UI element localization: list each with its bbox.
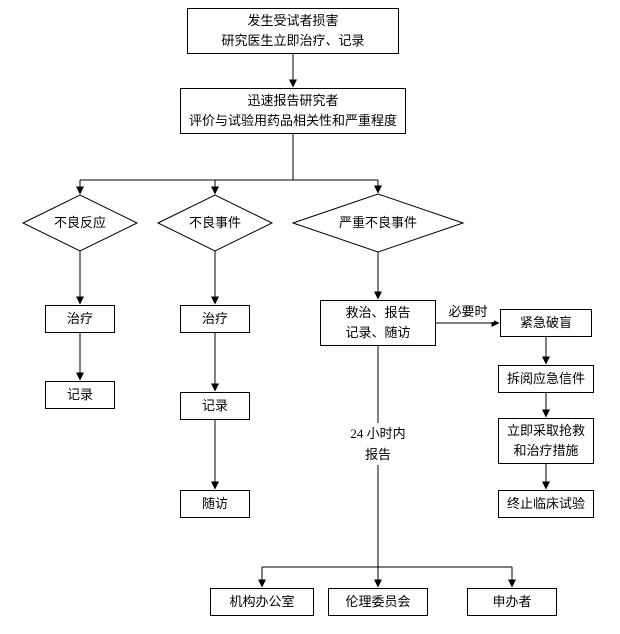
decision-adverse-reaction-shape (21, 194, 139, 252)
node-start-line1: 发生受试者损害 (247, 13, 339, 28)
node-report-line1: 迅速报告研究者 (247, 93, 339, 108)
node-report: 迅速报告研究者 评价与试验用药品相关性和严重程度 (180, 88, 406, 134)
edge-label-report-24h-line1: 24 小时内 (350, 426, 406, 441)
node-terminate: 终止临床试验 (498, 490, 594, 518)
node-record-left: 记录 (45, 381, 115, 409)
node-start: 发生受试者损害 研究医生立即治疗、记录 (187, 8, 399, 54)
node-measures: 立即采取抢救 和治疗措施 (498, 418, 594, 464)
node-measures-line2: 和治疗措施 (513, 443, 579, 458)
decision-serious-adverse-event-shape (291, 193, 465, 253)
decision-serious-adverse-event-label: 严重不良事件 (338, 215, 417, 230)
node-treat-mid: 治疗 (180, 305, 250, 333)
edge-label-report-24h-line2: 报告 (364, 447, 391, 462)
node-measures-line1: 立即采取抢救 (506, 423, 585, 438)
node-office: 机构办公室 (210, 588, 314, 616)
decision-adverse-event-label: 不良事件 (188, 215, 241, 230)
node-rescue-line2: 记录、随访 (345, 325, 411, 340)
decision-adverse-event-shape (156, 194, 274, 252)
node-open-letter: 拆阅应急信件 (498, 365, 594, 393)
node-treat-left: 治疗 (45, 305, 115, 333)
node-sponsor: 申办者 (467, 588, 557, 616)
node-record-mid: 记录 (180, 392, 250, 420)
node-rescue: 救治、报告 记录、随访 (320, 300, 436, 346)
decision-adverse-reaction-label: 不良反应 (53, 215, 106, 230)
node-unblind: 紧急破盲 (500, 309, 592, 337)
node-followup: 随访 (180, 490, 250, 518)
node-rescue-line1: 救治、报告 (345, 305, 411, 320)
edge-label-report-24h: 24 小时内 报告 (343, 423, 413, 465)
node-ethics: 伦理委员会 (328, 588, 428, 616)
node-report-line2: 评价与试验用药品相关性和严重程度 (188, 113, 397, 128)
node-start-line2: 研究医生立即治疗、记录 (221, 33, 365, 48)
edge-label-when-necessary: 必要时 (442, 301, 494, 322)
